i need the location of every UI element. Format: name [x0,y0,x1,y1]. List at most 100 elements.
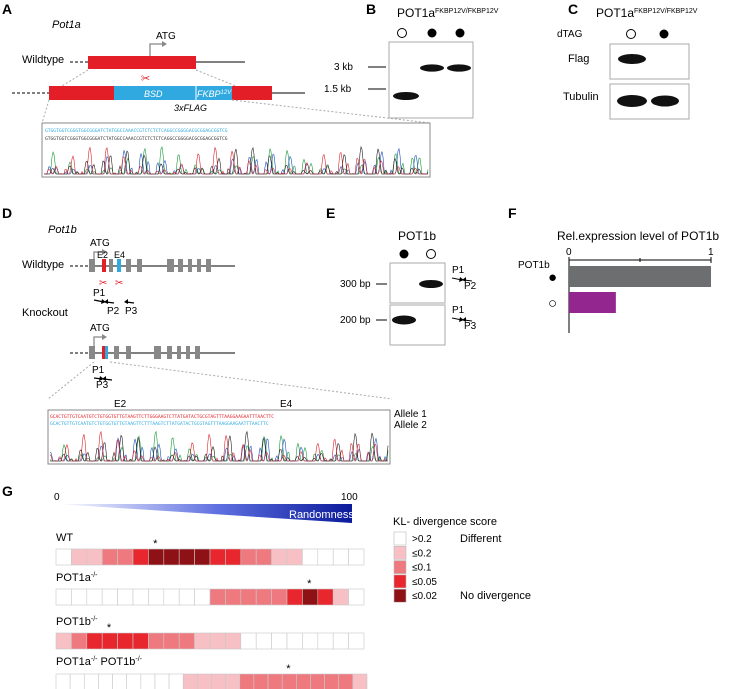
heat-cell [132,632,149,650]
gel-e-bottom [389,304,446,346]
primer-arrows-wt [93,299,135,304]
scissors-icon-e4: ✂ [115,278,123,289]
heat-cell [225,548,242,566]
legend-swatch-4 [393,588,407,603]
pot1a-knockin-locus [12,86,305,100]
heat-cell [55,548,72,566]
panel-letter-c: C [568,1,578,17]
bsd-label: BSD [144,89,163,99]
star-marker: * [286,663,291,675]
chromatogram-trace [44,146,428,175]
heat-cell [271,632,288,650]
heat-cell [255,548,272,566]
legend-label-4: ≤0.02 [412,591,437,602]
heat-cell [117,548,134,566]
chromatogram-trace [49,430,388,462]
heat-cell [194,548,211,566]
bar-0 [569,266,711,287]
heat-cell [132,548,149,566]
atg-arrow-a [149,41,167,56]
heat-cell [178,588,195,606]
title-e: POT1b [398,229,436,243]
heat-cell [126,673,142,689]
flag-tag-label: 3xFLAG [174,103,207,113]
heat-cell [178,548,195,566]
gradient-label: Randomness [289,509,354,521]
atg-label-a: ATG [156,31,176,42]
heat-cell [271,548,288,566]
heat-cell [302,588,319,606]
filled-circle-e1 [399,249,409,259]
gradient-min-label: 0 [54,492,60,503]
filled-circle-b2 [427,28,437,38]
heat-cell [255,632,272,650]
primer-arrows-ko [93,376,113,381]
heat-cell [98,673,113,689]
heat-cell [182,673,198,689]
row-label-0: WT [56,532,73,544]
heat-cell [163,548,180,566]
zoom-line-right-d [109,361,393,400]
heat-cell [332,588,349,606]
heat-cell [148,588,165,606]
heat-cell [86,632,103,650]
exon-label-e2: E2 [97,250,108,260]
exon-label-e4: E4 [114,250,125,260]
heat-cell [101,588,118,606]
heat-cell [148,548,165,566]
pot1b-wildtype-locus [70,259,235,272]
primer-e-p1-bot: P1 [452,305,465,316]
svg-text:GTGGTGGTCGGGTGGCGGGATCTATGGCCA: GTGGTGGTCGGGTGGCGGGATCTATGGCCAAACCGTCTCT… [45,128,228,134]
row-label-3: POT1a-/- POT1b-/- [56,656,143,668]
heat-cell [83,673,99,689]
zoom-line-seq-a [231,99,431,124]
heat-cell [117,632,134,650]
heat-cell [55,588,72,606]
primer-e-p3-bot: P3 [464,321,477,332]
heat-cell [302,548,319,566]
heat-cell [197,673,212,689]
scissors-icon: ✂ [141,73,150,85]
heat-cell [71,632,88,650]
heat-cell [168,673,184,689]
wildtype-label-d: Wildtype [22,259,64,271]
svg-text:GCACTGTTGTCAATGTCTGTGGTGTTGTAA: GCACTGTTGTCAATGTCTGTGGTGTTGTAAGTTCTTGGGA… [50,414,274,420]
atg-arrowhead-d1 [102,249,107,255]
heat-cell [348,548,365,566]
blot-label-tubulin: Tubulin [563,91,599,103]
heat-cell [302,632,319,650]
heat-cell [209,548,226,566]
heat-cell [225,632,242,650]
seq-label-e4: E4 [280,399,293,410]
primer-label-p1-wt: P1 [93,288,106,299]
panel-letter-f: F [508,205,517,221]
dtag-label: dTAG [557,29,583,40]
heat-cell [112,673,127,689]
scissors-icon-e2: ✂ [99,278,107,289]
primer-label-p1-ko: P1 [92,365,105,376]
heat-cell [69,673,85,689]
heat-cell [240,632,257,650]
heat-cell [296,673,311,689]
ladder-200bp: 200 bp [340,315,371,326]
star-marker: * [153,538,158,550]
gene-label-pot1a: Pot1a [52,19,81,31]
heat-cell [332,548,349,566]
primer-arrows-e-top [451,277,473,282]
heat-cell [194,588,211,606]
heat-cell [317,548,334,566]
blot-band-flag [618,54,646,64]
bar-1 [569,292,616,313]
category-label-0: ● [548,269,557,286]
legend-label-1: ≤0.2 [412,548,432,559]
chart-row-label-f: POT1b [518,260,550,271]
heat-cell [101,548,118,566]
knockout-label: Knockout [22,307,68,319]
heat-cell [86,588,103,606]
gel-band-e-bottom [392,315,416,325]
star-marker: * [307,578,312,590]
legend-swatch-3 [393,574,407,589]
pot1b-knockout-locus [70,346,235,359]
heat-cell [317,588,334,606]
